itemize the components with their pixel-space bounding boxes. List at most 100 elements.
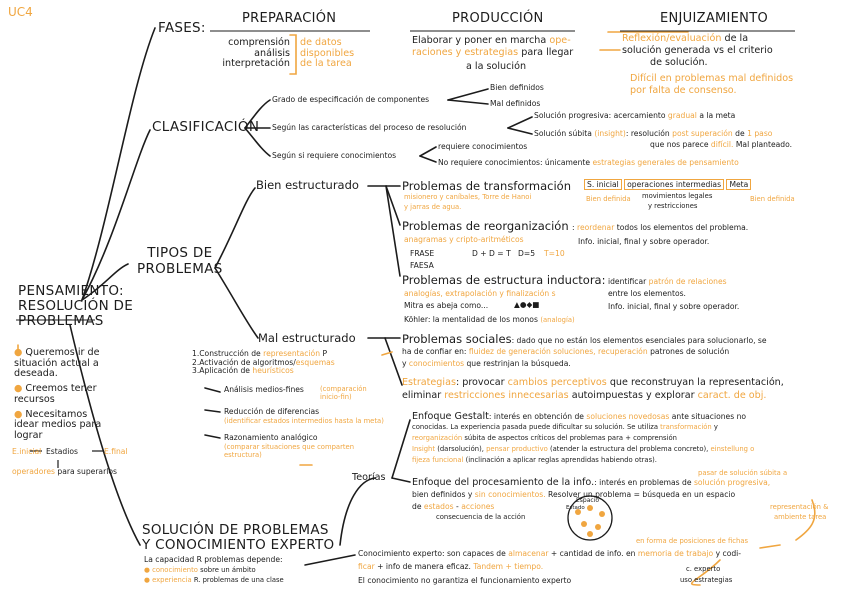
- procesa-line-1: Enfoque del procesamiento de la info.: i…: [412, 477, 771, 488]
- branch-clasificacion: [81, 129, 151, 301]
- branch-experto: [69, 324, 141, 546]
- kohler-line: Köhler: la mentalidad de los monos (anal…: [404, 315, 575, 324]
- c-experto-2: uso estrategias: [680, 576, 733, 584]
- root-bullet: ● Queremos ir de situación actual a dese…: [14, 347, 100, 380]
- sociales-line-3: y conocimientos que restrinjan la búsque…: [402, 359, 571, 368]
- experto-final: El conocimiento no garantiza el funciona…: [358, 576, 572, 585]
- mal-estructurado-label: Mal estructurado: [258, 331, 356, 345]
- clas-row3-label: Según si requiere conocimientos: [272, 151, 397, 160]
- estado-label: Estado: [566, 505, 585, 511]
- fases-label: FASES:: [158, 20, 206, 36]
- inductora-ex: analogías, extrapolación y finalización …: [404, 289, 556, 298]
- experto-cap-2: ● experiencia R. problemas de una clase: [144, 576, 284, 584]
- produccion-line-1: Elaborar y poner en marcha ope-: [412, 35, 571, 46]
- bullet-dot: ●: [144, 566, 153, 574]
- clas-bien-definidos: Bien definidos: [490, 83, 544, 92]
- gestalt-line-2: conocidas. La experiencia pasada puede d…: [412, 423, 718, 431]
- reduccion-note: (identificar estados intermedios hasta l…: [224, 417, 384, 425]
- cripto-d5: D=5: [518, 249, 536, 258]
- inductora-title: Problemas de estructura inductora:: [402, 273, 606, 287]
- bullet-dot: ●: [14, 383, 26, 395]
- espacio-label: Espacio: [576, 497, 600, 504]
- branch-mal: [214, 267, 259, 339]
- root-bullet: ● Creemos tener recursos: [14, 383, 97, 405]
- sociales-line-2: ha de confiar en: fluidez de generación …: [402, 347, 730, 356]
- clas-solucion-subita-2: que nos parece difícil. Mal planteado.: [650, 140, 793, 149]
- enjuiciamiento-line-1: Reflexión/evaluación de la: [622, 33, 749, 44]
- estrategias-line-2: eliminar restricciones innecesarias auto…: [402, 390, 767, 401]
- medios-fines-note: (comparación inicio-fin): [320, 385, 367, 401]
- bien-definida-2: Bien definida: [750, 195, 795, 203]
- sociales-line-1: Problemas sociales: dado que no están lo…: [402, 332, 767, 346]
- state-space-diagram: [567, 495, 613, 541]
- inductora-info: Info. inicial, final y sobre operador.: [608, 302, 740, 311]
- procesa-sub: consecuencia de la acción: [436, 513, 526, 521]
- inductora-ex-2: Mitra es abeja como...: [404, 301, 489, 310]
- transformacion-title: Problemas de transformación: [402, 179, 572, 193]
- movimientos: movimientos legales: [642, 192, 713, 200]
- produccion-title: PRODUCCIÓN: [452, 11, 544, 26]
- flow-operators: operadores para superarlos: [12, 467, 117, 476]
- preparacion-targets: de datos disponibles de la tarea: [300, 37, 355, 70]
- frase-1: FRASE: [410, 249, 435, 258]
- bullet-dot: ●: [144, 576, 153, 584]
- clas-solucion-subita: Solución súbita (insight): resolución po…: [534, 129, 773, 138]
- razonamiento-note: (comparar situaciones que comparten estr…: [224, 443, 355, 459]
- clas-row1-label: Grado de especificación de componentes: [272, 95, 430, 104]
- estado-table: S. inicial operaciones intermedias Meta: [584, 179, 752, 190]
- transformacion-ex-1: misionero y caníbales, Torre de Hanoi: [404, 193, 532, 201]
- experto-note: en forma de posiciones de fichas: [636, 537, 749, 545]
- enjuiciamiento-note-1: Difícil en problemas mal definidos: [630, 73, 794, 84]
- bullet-dot: ●: [14, 347, 26, 358]
- gestalt-line-5: fijeza funcional (inclinación a aplicar …: [412, 456, 657, 464]
- gestalt-line-3: reorganización súbita de aspectos crític…: [412, 434, 677, 442]
- c-experto: c. experto: [686, 565, 721, 573]
- preparacion-title: PREPARACIÓN: [242, 11, 337, 26]
- cripto-t10: T=10: [544, 249, 565, 258]
- medios-fines: Análisis medios-fines: [224, 385, 304, 394]
- cripto-eq: D + D = T: [472, 249, 511, 258]
- procesa-line-2: bien definidos y sin conocimientos. Reso…: [412, 490, 736, 499]
- experto-def-2: ficar + info de manera eficaz. Tandem + …: [358, 562, 544, 571]
- root-bullet: ● Necesitamos idear medios para lograr: [14, 408, 102, 442]
- branch-tipos: [81, 263, 129, 301]
- clas-solucion-progresiva: Solución progresiva: acercamiento gradua…: [534, 111, 736, 120]
- frase-2: FAESA: [410, 261, 434, 270]
- page-title: UC4: [8, 5, 33, 19]
- enjuiciamiento-note-2: por falta de consenso.: [630, 85, 737, 96]
- inductora-desc-1: identificar patrón de relaciones: [608, 277, 727, 286]
- preparacion-items: comprensión análisis interpretación: [222, 37, 290, 70]
- branch-bien: [214, 187, 256, 269]
- reorganizacion-desc: : reordenar todos los elementos del prob…: [572, 223, 749, 232]
- bien-estructurado-label: Bien estructurado: [256, 178, 359, 192]
- tipos-label: TIPOS DE PROBLEMAS: [137, 245, 223, 277]
- branch-fases: [81, 27, 156, 301]
- clas-requiere: requiere conocimientos: [438, 142, 528, 151]
- s-inicial-cell: S. inicial: [584, 179, 622, 190]
- root-bullets: ● Queremos ir de situación actual a dese…: [14, 347, 106, 442]
- mal-steps: 1.Construcción de representación P 2.Act…: [192, 349, 335, 375]
- enjuiciamiento-line-3: de solución.: [650, 57, 708, 68]
- experto-def-1: Conocimiento experto: son capaces de alm…: [358, 549, 742, 558]
- shapes-icon: ▲●◆■: [514, 300, 540, 309]
- reorganizacion-info: Info. inicial, final y sobre operador.: [578, 237, 710, 246]
- flow-start: E.inicial: [12, 447, 42, 456]
- reduccion: Reducción de diferencias: [224, 407, 320, 416]
- enjuiciamiento-line-2: solución generada vs el criterio: [622, 45, 773, 56]
- procesa-note-1: pasar de solución súbita a: [698, 469, 788, 477]
- clasificacion-label: CLASIFICACIÓN: [152, 119, 260, 135]
- produccion-line-3: a la solución: [466, 61, 527, 72]
- experto-label: SOLUCIÓN DE PROBLEMAS Y CONOCIMIENTO EXP…: [142, 522, 335, 553]
- experto-cap-1: ● conocimiento sobre un ámbito: [144, 566, 256, 574]
- meta-cell: Meta: [726, 179, 752, 190]
- root-title-line-3: PROBLEMAS: [18, 312, 104, 329]
- enjuiciamiento-title: ENJUIZAMIENTO: [660, 11, 768, 26]
- clas-row2-label: Según las características del proceso de…: [272, 123, 467, 132]
- reorganizacion-ex: anagramas y cripto-aritméticos: [404, 235, 524, 244]
- clas-mal-definidos: Mal definidos: [490, 99, 541, 108]
- bullet-dot: ●: [14, 408, 26, 420]
- razonamiento: Razonamiento analógico: [224, 433, 318, 442]
- teorias-label: Teorías: [352, 472, 386, 483]
- flow-mid: Estadios: [46, 447, 78, 456]
